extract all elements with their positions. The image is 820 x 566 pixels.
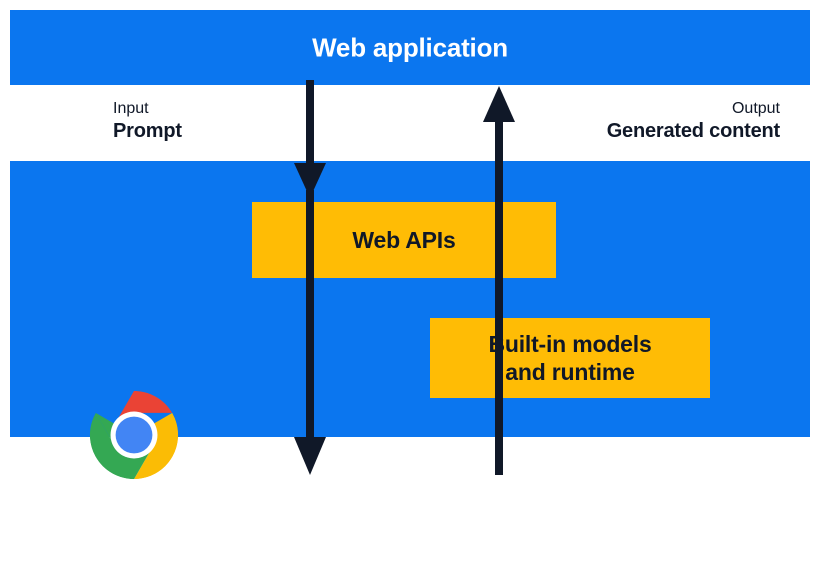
flow-label-input: Input Prompt: [113, 99, 182, 143]
browser-group: Browser: [44, 389, 224, 520]
box-web-apis-label: Web APIs: [352, 226, 456, 253]
flow-output-value: Generated content: [606, 119, 781, 142]
flow-input-kind: Input: [113, 100, 149, 117]
box-builtin-models-line2: and runtime: [505, 359, 635, 385]
box-builtin-models-line1: Built-in models: [488, 330, 652, 357]
box-web-apis[interactable]: Web APIs: [252, 202, 556, 278]
browser-label: Browser: [88, 493, 180, 519]
flow-label-output: Output Generated content: [606, 99, 781, 143]
band-web-application: Web application: [10, 10, 810, 85]
box-builtin-models-text: Built-in models and runtime: [488, 330, 651, 386]
flow-output-kind: Output: [731, 100, 780, 117]
box-builtin-models[interactable]: Built-in models and runtime: [430, 318, 710, 398]
band-web-application-label: Web application: [312, 32, 508, 62]
chrome-logo-icon: [89, 390, 179, 480]
flow-input-value: Prompt: [113, 119, 182, 142]
